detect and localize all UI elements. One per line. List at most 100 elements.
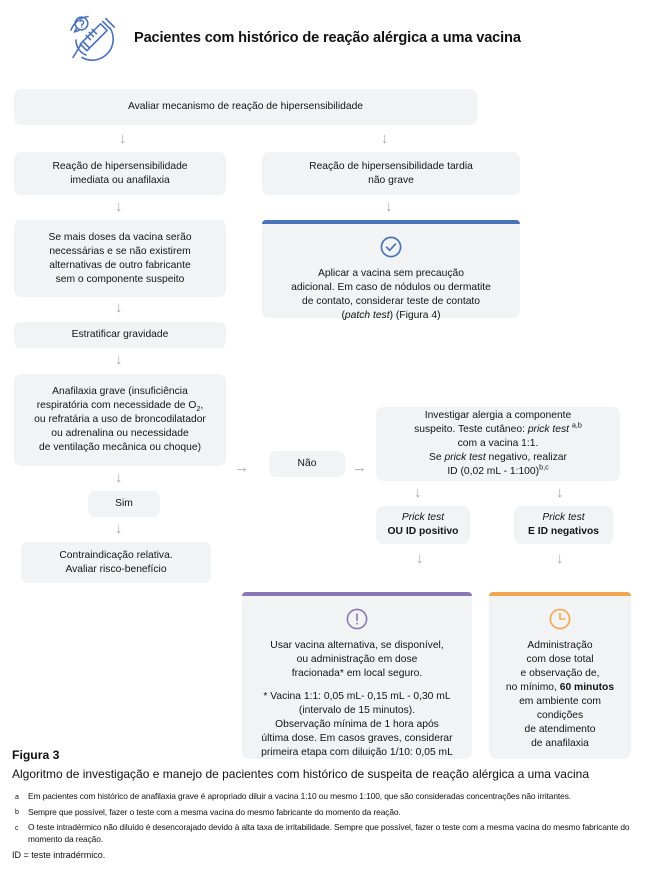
full-dose-60-minutos: 60 minutos [559, 682, 615, 693]
node-prick-negative-bold: E ID negativos [528, 526, 599, 537]
node-full-dose-l8: de anafilaxia [531, 738, 589, 749]
node-immediate-reaction-l1: Reação de hipersensibilidade [52, 160, 188, 172]
page-header: Pacientes com histórico de reação alérgi… [0, 0, 653, 66]
node-apply-vaccine-l1: Aplicar a vacina sem precaução [318, 268, 464, 279]
node-delayed-reaction-l1: Reação de hipersensibilidade tardia [309, 160, 473, 172]
node-full-dose-l4: no mínimo, 60 minutos [506, 681, 614, 695]
node-prick-positive-italic: Prick test [401, 512, 445, 523]
prick-test-italic-1: prick test [527, 424, 570, 435]
footnote-ref-ab: a,b [571, 420, 582, 430]
node-investigate-l4: Se prick test negativo, realizar [429, 451, 567, 465]
node-stratify-severity-text: Estratificar gravidade [71, 329, 169, 340]
prick-test-italic-2: prick test [444, 452, 486, 463]
o2-text: respiratória com necessidade de O [36, 400, 197, 411]
arrow-anaphylaxis-to-sim [115, 470, 123, 485]
arrow-investigate-to-negative [556, 485, 564, 500]
arrow-anaphylaxis-to-nao [234, 460, 249, 475]
node-more-doses-l3: alternativas de outro fabricante [49, 259, 191, 271]
node-apply-vaccine: Aplicar a vacina sem precaução adicional… [262, 220, 520, 321]
check-circle-icon [378, 234, 404, 260]
node-full-dose-l3: e observação de, [520, 668, 600, 679]
node-more-doses-l4: sem o componente suspeito [55, 273, 185, 285]
figure-label: Figura 3 [12, 748, 60, 762]
accent-bar-blue [262, 220, 520, 224]
node-assess-mechanism: Avaliar mecanismo de reação de hipersens… [14, 89, 477, 125]
footnote-text: Em pacientes com histórico de anafilaxia… [28, 791, 572, 801]
node-sim-text: Sim [115, 498, 133, 509]
arrow-positive-to-alternative [416, 551, 424, 566]
footnote-text: Sempre que possível, fazer o teste com a… [28, 806, 401, 817]
node-full-dose-l6: condições [536, 710, 584, 721]
node-more-doses-l1: Se mais doses da vacina serão [48, 231, 192, 243]
node-alternative-vaccine-m2: ou administração em dose [296, 654, 418, 665]
footnote-item: c O teste intradérmico não diluído é des… [12, 822, 643, 845]
figura4-ref: ) (Figura 4) [389, 310, 441, 321]
figure-caption-block: Figura 3 Algoritmo de investigação e man… [12, 748, 643, 870]
node-full-dose-l1: Administração [527, 640, 593, 651]
node-alternative-vaccine-s4: última dose. Em casos graves, considerar [261, 733, 453, 744]
node-apply-vaccine-l2: adicional. Em caso de nódulos ou dermati… [291, 282, 491, 293]
node-full-dose-l5: em ambiente com [519, 696, 601, 707]
node-immediate-reaction-l2: imediata ou anafilaxia [70, 174, 170, 186]
arrow-nao-to-investigate [352, 460, 367, 475]
page-title: Pacientes com histórico de reação alérgi… [134, 30, 521, 46]
footnote-item: b Sempre que possível, fazer o teste com… [12, 807, 643, 819]
footnote-text: O teste intradérmico não diluído é desen… [28, 822, 630, 844]
investigate-prefix: suspeito. Teste cutâneo: [414, 424, 528, 435]
node-relative-contraindication-l2: Avaliar risco-benefício [65, 563, 167, 575]
node-alternative-vaccine-s3: Observação mínima de 1 hora após [275, 719, 439, 730]
o2-subscript: 2 [196, 404, 201, 414]
node-full-dose-l7: de atendimento [524, 724, 596, 735]
arrow-assess-to-delayed [381, 131, 389, 146]
node-prick-negative-italic: Prick test [542, 512, 585, 523]
node-delayed-reaction: Reação de hipersensibilidade tardia não … [262, 152, 520, 195]
node-severe-anaphylaxis-l3: ou refratária a uso de broncodilatador [34, 414, 206, 425]
arrow-immediate-to-moredoses [115, 199, 123, 214]
node-investigate-l3: com a vacina 1:1. [457, 438, 539, 449]
arrow-assess-to-immediate [119, 131, 127, 146]
node-delayed-reaction-l2: não grave [368, 174, 414, 186]
abbreviation-note: ID = teste intradérmico. [12, 850, 106, 861]
node-full-dose-l2: com dose total [526, 654, 594, 665]
footnote-item: a Em pacientes com histórico de anafilax… [12, 791, 643, 803]
flowchart: Avaliar mecanismo de reação de hipersens… [0, 66, 653, 759]
node-apply-vaccine-l4: (patch test) (Figura 4) [341, 310, 441, 321]
node-assess-mechanism-text: Avaliar mecanismo de reação de hipersens… [127, 101, 364, 112]
figure-description: Algoritmo de investigação e manejo de pa… [12, 767, 589, 781]
node-prick-positive-bold: OU ID positivo [387, 526, 459, 537]
node-alternative-vaccine: Usar vacina alternativa, se disponível, … [242, 592, 472, 759]
node-alternative-vaccine-s5: primeira etapa com diluição 1/10: 0,05 m… [261, 747, 453, 758]
node-severe-anaphylaxis-l2: respiratória com necessidade de O2, [37, 399, 204, 413]
node-relative-contraindication: Contraindicação relativa. Avaliar risco-… [21, 542, 211, 583]
node-relative-contraindication-l1: Contraindicação relativa. [59, 549, 173, 561]
investigate-negativo: negativo, realizar [485, 452, 567, 463]
footnote-marker: a [15, 793, 19, 801]
accent-bar-orange [489, 592, 631, 596]
patch-test-italic: patch test [344, 310, 390, 321]
exclamation-circle-icon [344, 606, 370, 632]
node-immediate-reaction: Reação de hipersensibilidade imediata ou… [14, 152, 226, 195]
o2-comma: , [200, 400, 204, 411]
node-severe-anaphylaxis: Anafilaxia grave (insuficiência respirat… [14, 374, 226, 466]
node-full-dose-administration: Administração com dose total e observaçã… [489, 592, 631, 759]
full-dose-nominimo: no mínimo, [505, 682, 560, 693]
arrow-sim-to-contraindication [115, 521, 123, 536]
node-sim: Sim [88, 491, 160, 517]
node-alternative-vaccine-s2: (intervalo de 15 minutos). [298, 705, 416, 716]
node-investigate-allergy: Investigar alergia a componente suspeito… [376, 407, 620, 481]
footnote-marker: b [15, 809, 19, 817]
investigate-id: ID (0,02 mL - 1:100) [447, 466, 540, 477]
arrow-negative-to-fulldose [556, 551, 564, 566]
node-investigate-l1: Investigar alergia a componente [424, 410, 572, 421]
node-investigate-l5: ID (0,02 mL - 1:100)b,c [447, 462, 549, 479]
arrow-stratify-to-anaphylaxis [115, 352, 123, 367]
node-severe-anaphylaxis-l1: Anafilaxia grave (insuficiência [52, 386, 188, 397]
arrow-investigate-to-positive [414, 485, 422, 500]
node-stratify-severity: Estratificar gravidade [14, 322, 226, 348]
footnote-ref-bc: b,c [539, 462, 549, 472]
node-investigate-l2: suspeito. Teste cutâneo: prick test a,b [414, 420, 582, 437]
arrow-moredoses-to-stratify [115, 300, 123, 315]
footnote-list: a Em pacientes com histórico de anafilax… [12, 791, 643, 845]
syringe-question-icon [62, 10, 120, 66]
accent-bar-purple [242, 592, 472, 596]
